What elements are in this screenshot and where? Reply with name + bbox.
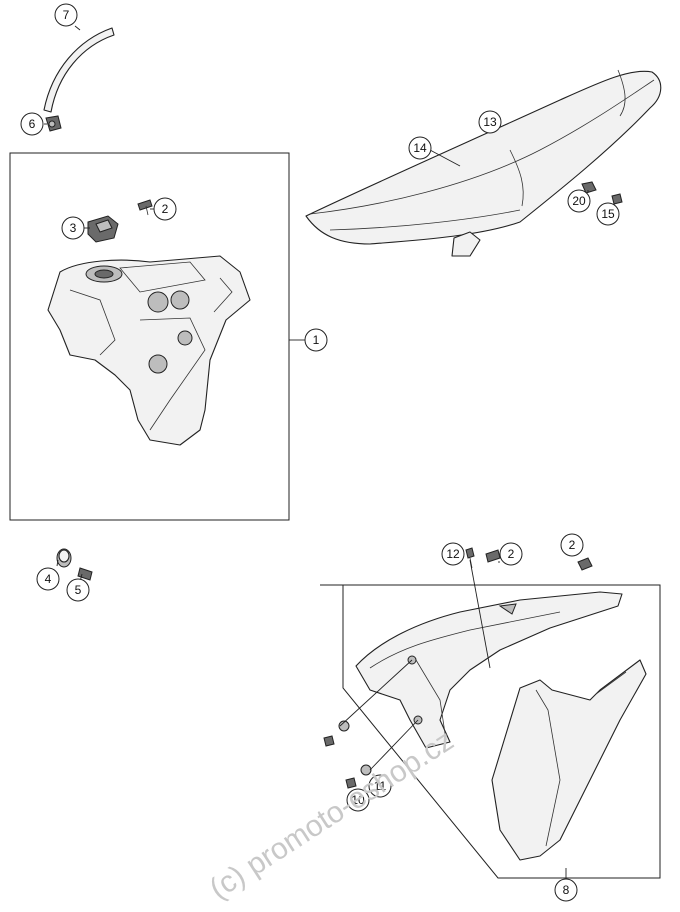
callout-2c: 2 <box>560 533 584 557</box>
callout-14: 14 <box>408 136 432 160</box>
callout-4: 4 <box>36 567 60 591</box>
watermark-text: (c) promoto-eshop.cz <box>204 724 460 906</box>
callout-10: 10 <box>346 788 370 812</box>
air-box-cover <box>491 659 647 861</box>
svg-text:14: 14 <box>413 141 427 155</box>
svg-text:1: 1 <box>313 333 320 347</box>
svg-text:13: 13 <box>483 115 497 129</box>
fuel-hose <box>43 27 115 113</box>
callout-12: 12 <box>441 542 465 566</box>
callout-20: 20 <box>567 189 591 213</box>
side-cover-screw-2a <box>485 549 501 563</box>
callout-3: 3 <box>61 216 85 240</box>
svg-text:10: 10 <box>351 793 365 807</box>
callout-11: 11 <box>368 774 392 798</box>
svg-text:2: 2 <box>162 202 169 216</box>
svg-text:8: 8 <box>563 883 570 897</box>
fuel-tank <box>47 255 251 446</box>
collar-screw <box>77 567 93 581</box>
svg-text:12: 12 <box>446 547 460 561</box>
callout-6: 6 <box>20 112 44 136</box>
svg-text:6: 6 <box>29 117 36 131</box>
callout-8: 8 <box>554 878 578 902</box>
callout-1: 1 <box>304 328 328 352</box>
washer-and-screw-lower <box>345 764 372 789</box>
screw-small <box>137 199 153 216</box>
callout-2b: 2 <box>499 542 523 566</box>
rubber-bushing <box>56 548 72 568</box>
svg-text:3: 3 <box>70 221 77 235</box>
svg-text:4: 4 <box>45 572 52 586</box>
seat <box>305 69 662 257</box>
svg-text:20: 20 <box>572 194 586 208</box>
side-cover-screw-2b <box>577 557 593 571</box>
callout-13: 13 <box>478 110 502 134</box>
callout-5: 5 <box>66 578 90 602</box>
svg-text:15: 15 <box>601 207 615 221</box>
seat-screw <box>611 193 623 205</box>
fuel-cap <box>87 215 119 243</box>
svg-text:2: 2 <box>569 538 576 552</box>
washer-and-screw-upper <box>323 720 350 747</box>
callout-2a: 2 <box>153 197 177 221</box>
leader-lines <box>44 25 613 878</box>
hose-clamp <box>45 115 62 132</box>
svg-text:5: 5 <box>75 583 82 597</box>
side-cover <box>355 591 623 749</box>
side-cover-group-frame <box>320 584 661 879</box>
side-cover-screw-12 <box>465 547 475 569</box>
seat-nut <box>581 181 597 194</box>
svg-text:7: 7 <box>63 8 70 22</box>
callout-7: 7 <box>54 3 78 27</box>
svg-text:2: 2 <box>508 547 515 561</box>
svg-text:11: 11 <box>374 779 387 793</box>
fuel-tank-group-frame <box>9 152 290 521</box>
callout-15: 15 <box>596 202 620 226</box>
